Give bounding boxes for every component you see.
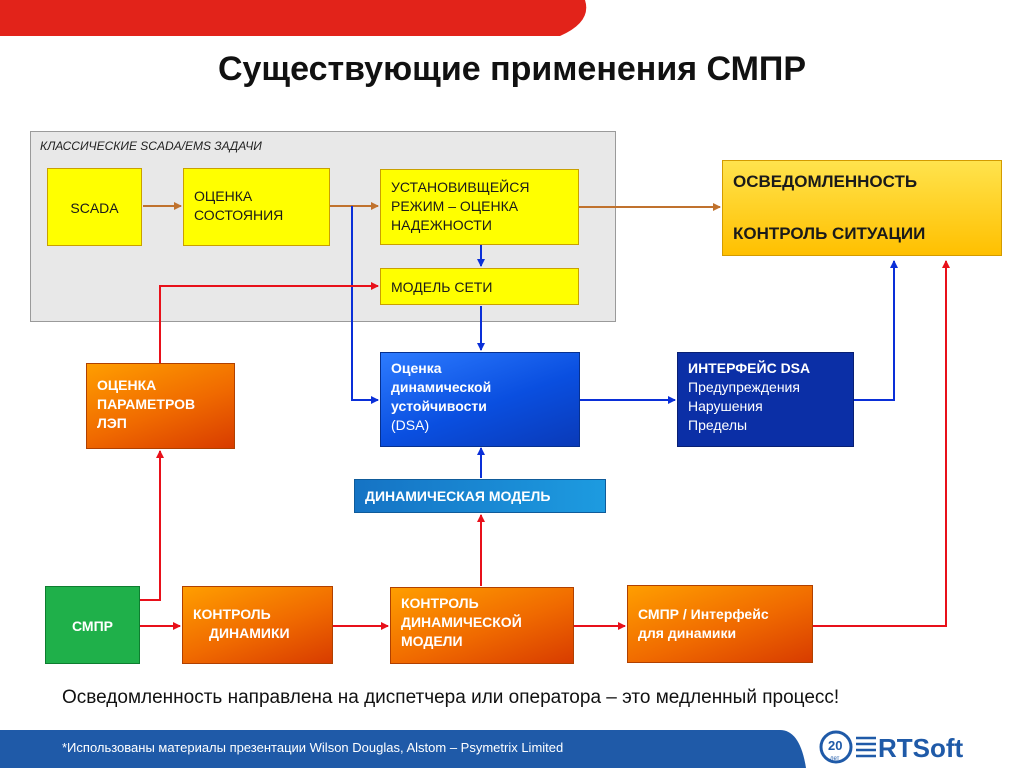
dynamics-control-line1: КОНТРОЛЬ bbox=[193, 606, 271, 622]
dsa-interface-violations: Нарушения bbox=[688, 397, 763, 414]
dsa-interface-title: ИНТЕРФЕЙС DSA bbox=[688, 360, 811, 376]
arrow-state-to-dsa bbox=[351, 206, 379, 404]
footer-source-note: *Использованы материалы презентации Wils… bbox=[62, 740, 564, 755]
smpr-label: СМПР bbox=[72, 618, 113, 634]
smpr-box: СМПР bbox=[45, 586, 140, 664]
dsa-interface-box: ИНТЕРФЕЙС DSA Предупреждения Нарушения П… bbox=[677, 352, 854, 447]
line-params-line3: ЛЭП bbox=[97, 414, 127, 431]
footer-bar bbox=[0, 730, 806, 768]
line-params-line2: ПАРАМЕТРОВ bbox=[97, 395, 196, 412]
dynamic-model-label: ДИНАМИЧЕСКАЯ МОДЕЛЬ bbox=[365, 488, 551, 504]
dsa-line4: (DSA) bbox=[391, 416, 430, 433]
arrow-smpr-iface-to-awareness bbox=[813, 260, 950, 627]
state-estimation-box: ОЦЕНКА СОСТОЯНИЯ bbox=[183, 168, 330, 246]
dsa-interface-warnings: Предупреждения bbox=[688, 378, 800, 395]
dynamics-control-line2: ДИНАМИКИ bbox=[209, 624, 290, 641]
logo-brand: RTSoft bbox=[878, 733, 964, 763]
arrow-interface-to-awareness bbox=[854, 260, 898, 401]
dynamic-model-control-line1: КОНТРОЛЬ bbox=[401, 595, 479, 611]
dsa-line2: динамической bbox=[391, 378, 492, 395]
state-estimation-line1: ОЦЕНКА bbox=[194, 188, 253, 204]
smpr-interface-box: СМПР / Интерфейс для динамики bbox=[627, 585, 813, 663]
awareness-line1: ОСВЕДОМЛЕННОСТЬ bbox=[733, 172, 918, 191]
scada-ems-group-label: КЛАССИЧЕСКИЕ SCADA/EMS ЗАДАЧИ bbox=[40, 139, 262, 153]
logo-years: 20 bbox=[828, 738, 842, 753]
network-model-box: МОДЕЛЬ СЕТИ bbox=[380, 268, 579, 305]
dsa-line3: устойчивости bbox=[391, 397, 487, 414]
state-estimation-line2: СОСТОЯНИЯ bbox=[194, 206, 284, 223]
logo-years-sub: лет bbox=[830, 756, 840, 762]
scada-box: SCADA bbox=[47, 168, 142, 246]
dynamics-control-box: КОНТРОЛЬ ДИНАМИКИ bbox=[182, 586, 333, 664]
top-banner bbox=[0, 0, 587, 36]
dynamic-model-box: ДИНАМИЧЕСКАЯ МОДЕЛЬ bbox=[354, 479, 606, 513]
dsa-interface-limits: Пределы bbox=[688, 416, 748, 433]
awareness-box: ОСВЕДОМЛЕННОСТЬ КОНТРОЛЬ СИТУАЦИИ bbox=[722, 160, 1002, 256]
awareness-statement: Осведомленность направлена на диспетчера… bbox=[62, 687, 840, 708]
line-params-line1: ОЦЕНКА bbox=[97, 377, 157, 393]
rtsoft-logo-graphic: 20 лет RTSoft bbox=[819, 730, 964, 764]
smpr-interface-line1: СМПР / Интерфейс bbox=[638, 606, 769, 622]
dynamic-model-control-line2: ДИНАМИЧЕСКОЙ bbox=[401, 613, 522, 630]
steady-state-line1: УСТАНОВИВЩЕЙСЯ bbox=[391, 179, 530, 195]
slide-title: Существующие применения СМПР bbox=[217, 50, 807, 88]
arrow-smpr-to-line-params bbox=[140, 450, 164, 601]
rtsoft-logo: 20 лет RTSoft bbox=[818, 729, 1018, 765]
arrow-line-params-to-network bbox=[159, 282, 379, 363]
smpr-interface-line2: для динамики bbox=[638, 624, 737, 641]
network-model-label: МОДЕЛЬ СЕТИ bbox=[391, 279, 493, 295]
line-params-box: ОЦЕНКА ПАРАМЕТРОВ ЛЭП bbox=[86, 363, 235, 449]
dsa-line1: Оценка bbox=[391, 360, 442, 376]
scada-label: SCADA bbox=[70, 200, 119, 216]
steady-state-box: УСТАНОВИВЩЕЙСЯ РЕЖИМ – ОЦЕНКА НАДЕЖНОСТИ bbox=[380, 169, 579, 245]
steady-state-line2: РЕЖИМ – ОЦЕНКА bbox=[391, 197, 519, 214]
steady-state-line3: НАДЕЖНОСТИ bbox=[391, 216, 492, 233]
dsa-box: Оценка динамической устойчивости (DSA) bbox=[380, 352, 580, 447]
awareness-line2: КОНТРОЛЬ СИТУАЦИИ bbox=[733, 223, 926, 243]
dynamic-model-control-line3: МОДЕЛИ bbox=[401, 632, 463, 649]
dynamic-model-control-box: КОНТРОЛЬ ДИНАМИЧЕСКОЙ МОДЕЛИ bbox=[390, 587, 574, 664]
